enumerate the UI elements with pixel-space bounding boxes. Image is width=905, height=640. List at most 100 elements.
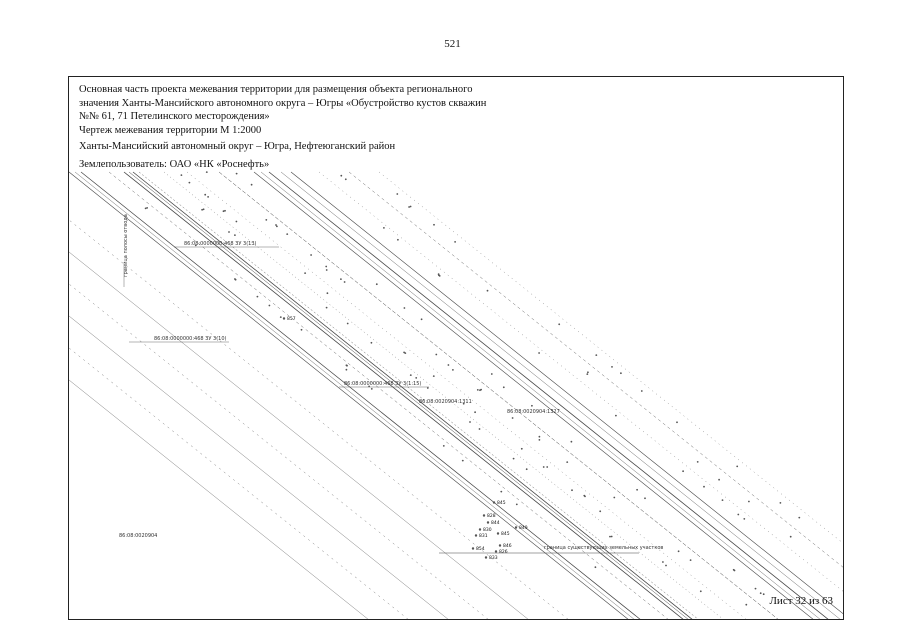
survey-point bbox=[478, 528, 482, 531]
survey-dot bbox=[304, 272, 306, 274]
point-label: 830 bbox=[483, 527, 492, 533]
survey-dot bbox=[234, 234, 236, 237]
survey-dot bbox=[677, 550, 680, 553]
survey-dot bbox=[538, 439, 541, 441]
corridor-line bbox=[280, 171, 841, 619]
survey-dot bbox=[779, 502, 782, 504]
corridor-line bbox=[69, 283, 489, 619]
survey-dot bbox=[798, 516, 801, 519]
survey-dot bbox=[409, 374, 412, 376]
survey-dot bbox=[368, 385, 370, 388]
point-label: 831 bbox=[479, 533, 488, 539]
survey-dot bbox=[194, 244, 197, 247]
survey-dot bbox=[754, 587, 757, 590]
survey-dot bbox=[224, 209, 226, 212]
survey-dot bbox=[610, 535, 613, 538]
survey-dot bbox=[326, 292, 329, 295]
parcel-label: 86:08:0020904:1327 bbox=[507, 409, 560, 415]
survey-dot bbox=[500, 490, 503, 493]
parcel-label: 86:08:0000000:468 ЗУ 3(13) bbox=[184, 241, 257, 247]
survey-dot bbox=[486, 289, 489, 292]
survey-dot bbox=[620, 372, 622, 375]
survey-dot bbox=[636, 488, 638, 491]
survey-dot bbox=[531, 404, 533, 407]
survey-dot bbox=[721, 499, 724, 501]
point-label: 854 bbox=[476, 546, 485, 552]
survey-dot bbox=[478, 428, 481, 430]
survey-dot bbox=[640, 390, 643, 392]
survey-dot bbox=[511, 417, 514, 419]
survey-dot bbox=[180, 174, 183, 176]
survey-dot bbox=[370, 341, 373, 344]
survey-dot bbox=[325, 265, 328, 268]
survey-dot bbox=[345, 364, 348, 367]
survey-dot bbox=[325, 306, 328, 309]
survey-dot bbox=[408, 206, 410, 208]
survey-dot bbox=[759, 592, 762, 595]
survey-dot bbox=[222, 210, 225, 213]
boundary-note: граница существующих земельных участков bbox=[544, 545, 663, 551]
survey-dot bbox=[300, 328, 303, 331]
survey-dot bbox=[676, 421, 678, 424]
survey-dot bbox=[595, 354, 598, 356]
survey-dot bbox=[345, 368, 348, 371]
point-label: 828 bbox=[487, 513, 496, 519]
survey-dot bbox=[515, 503, 518, 506]
land-user-text: Землепользователь: ОАО «НК «Роснефть» bbox=[79, 159, 270, 170]
survey-dot bbox=[538, 435, 541, 438]
survey-dot bbox=[188, 181, 191, 184]
drawing-title: Чертеж межевания территории М 1:2000 bbox=[79, 124, 262, 136]
survey-dot bbox=[409, 205, 412, 208]
survey-point bbox=[514, 526, 518, 529]
survey-point bbox=[498, 544, 502, 547]
corridor-line bbox=[69, 347, 409, 619]
survey-dot bbox=[202, 208, 205, 211]
survey-point bbox=[486, 521, 490, 524]
drawing-frame: 86:08:0000000:468 ЗУ 3(13) 86:08:0000000:… bbox=[68, 76, 844, 620]
survey-dot bbox=[256, 295, 259, 298]
corridor-line bbox=[260, 171, 821, 619]
corridor-line bbox=[268, 171, 829, 619]
survey-dot bbox=[599, 510, 602, 513]
survey-dot bbox=[490, 373, 493, 375]
parcel-label: 86:08:0020904:1311 bbox=[419, 399, 472, 405]
point-label: 833 bbox=[489, 555, 498, 561]
survey-dot bbox=[383, 227, 385, 229]
survey-dot bbox=[325, 269, 328, 271]
survey-dot bbox=[699, 590, 702, 593]
survey-dot bbox=[207, 196, 210, 198]
vertical-note: граница полосы отвода bbox=[123, 214, 129, 277]
survey-dot bbox=[437, 273, 440, 276]
survey-dot bbox=[146, 207, 148, 209]
survey-dot bbox=[587, 371, 589, 374]
survey-dot bbox=[447, 364, 450, 366]
survey-dot bbox=[403, 307, 406, 309]
corridor-line bbox=[69, 251, 529, 619]
survey-dot bbox=[404, 352, 407, 354]
survey-dot bbox=[275, 224, 277, 226]
survey-dot bbox=[438, 275, 441, 277]
point-label: 826 bbox=[499, 549, 508, 555]
page-number: 521 bbox=[444, 38, 461, 50]
survey-point bbox=[471, 547, 475, 550]
survey-dot bbox=[748, 500, 750, 503]
corridor-line bbox=[74, 171, 635, 619]
corridor-line bbox=[69, 171, 629, 619]
survey-dot bbox=[201, 208, 204, 211]
survey-dot bbox=[432, 375, 435, 377]
survey-dot bbox=[682, 470, 684, 473]
survey-dot bbox=[276, 225, 278, 228]
survey-dot bbox=[265, 219, 268, 221]
survey-dot bbox=[512, 457, 515, 460]
survey-dot bbox=[476, 389, 479, 391]
survey-dot bbox=[340, 174, 343, 177]
point-label: 849 bbox=[519, 525, 528, 531]
survey-dot bbox=[689, 559, 692, 561]
survey-dot bbox=[310, 254, 312, 256]
parcel-label: 86:08:0000000:468 ЗУ 3(10) bbox=[154, 336, 227, 342]
survey-dot bbox=[234, 278, 237, 281]
corridor-line bbox=[69, 379, 369, 619]
point-label: 846 bbox=[503, 543, 512, 549]
survey-point bbox=[282, 317, 286, 320]
corridor-line bbox=[69, 315, 449, 619]
